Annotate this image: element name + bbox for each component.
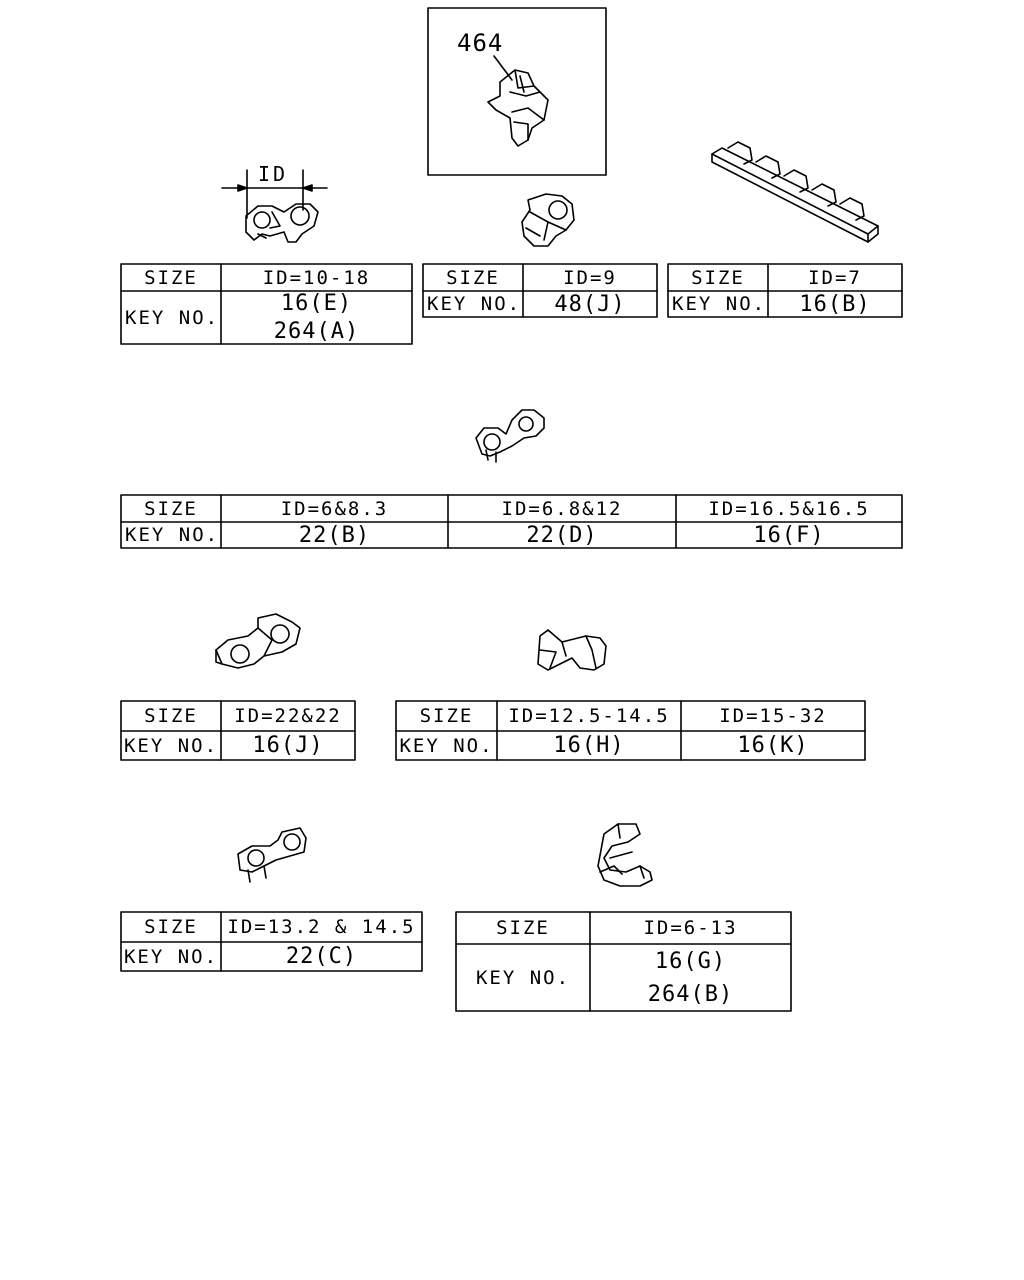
clip-t4-drawing [475,409,545,463]
t8-key-header: KEY NO. [475,966,571,989]
t8-size-value: ID=6-13 [643,917,738,939]
t8-key-values: 16(G) 264(B) [590,944,791,1011]
table-8-grid [455,911,792,1012]
t7-size-header: SIZE [144,916,198,938]
t7-size-value: ID=13.2 & 14.5 [227,916,416,938]
t3-size-value: ID=7 [808,266,862,289]
clip-t5-drawing [215,613,301,669]
callout-box [427,7,607,176]
clip-t2-drawing [521,193,575,247]
clip-t8-drawing [597,823,653,887]
t7-key-value: 22(C) [285,944,358,969]
table-7-grid [120,911,423,972]
t5-size-header: SIZE [144,705,198,727]
t5-key-value: 16(J) [252,733,324,758]
t1-key-value-2: 264(A) [273,318,360,344]
part-number-callout: 464 [457,29,504,57]
table-5-grid [120,700,356,761]
table-6-grid [395,700,866,761]
t6-key-value-1: 16(H) [553,733,625,758]
table-2-grid [422,263,658,318]
t2-key-value: 48(J) [554,291,626,317]
t3-key-value: 16(B) [799,291,871,317]
t4-size-value-1: ID=6&8.3 [280,497,389,520]
t1-size-value: ID=10-18 [262,266,371,289]
table-3-grid [667,263,903,318]
table-4-grid [120,494,903,549]
t5-size-value: ID=22&22 [234,705,342,727]
id-dimension-label: ID [258,162,289,186]
t4-key-value-3: 16(F) [753,522,825,548]
clip-t7-drawing [237,827,307,883]
t3-key-header: KEY NO. [672,293,767,315]
t4-key-value-2: 22(D) [526,522,598,548]
t1-size-header: SIZE [144,266,198,289]
t8-size-header: SIZE [496,917,550,939]
t6-size-value-1: ID=12.5-14.5 [508,705,670,727]
table-1-grid [120,263,413,345]
t2-key-header: KEY NO. [427,293,522,315]
t4-key-header: KEY NO. [125,524,220,546]
t6-key-value-2: 16(K) [737,733,809,758]
leader-line [493,55,513,81]
t4-size-header: SIZE [144,497,198,520]
t1-key-header: KEY NO. [125,306,220,329]
t6-size-value-2: ID=15-32 [719,705,827,727]
t4-key-value-1: 22(B) [298,522,371,548]
t3-size-header: SIZE [691,266,745,289]
t7-key-header: KEY NO. [123,945,219,968]
clip-464-drawing [487,69,549,147]
t8-key-value-1: 16(G) [654,948,727,974]
t1-key-value-1: 16(E) [280,290,353,316]
t6-key-header: KEY NO. [399,734,494,757]
t4-size-value-2: ID=6.8&12 [501,497,623,520]
t6-size-header: SIZE [419,705,474,727]
t2-size-header: SIZE [446,266,500,289]
t2-size-value: ID=9 [563,266,617,289]
t1-key-values: 16(E) 264(A) [221,291,412,344]
id-dimension [221,169,328,219]
t5-key-header: KEY NO. [123,734,219,757]
clip-t3-drawing [711,141,879,243]
clip-t1-drawing [245,203,319,243]
t8-key-value-2: 264(B) [647,981,734,1007]
clip-t6-drawing [537,629,607,671]
t4-size-value-3: ID=16.5&16.5 [708,497,870,520]
